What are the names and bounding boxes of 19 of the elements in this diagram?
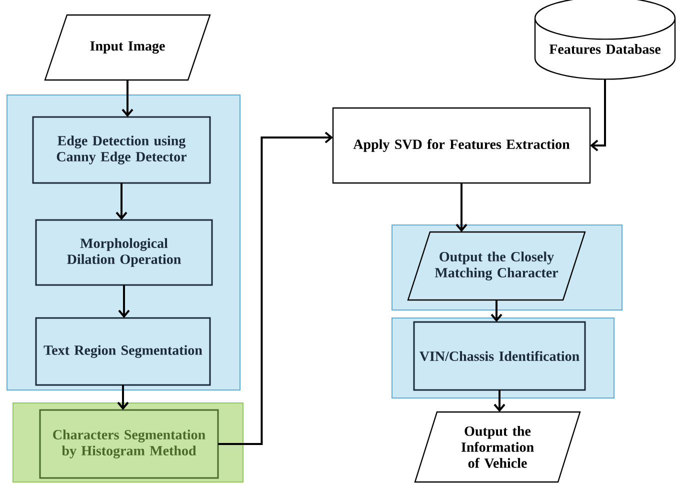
arrow bbox=[490, 300, 502, 322]
arrow bbox=[494, 390, 506, 412]
arrow bbox=[590, 79, 606, 152]
io-parallelogram: Output the Information of Vehicle bbox=[414, 411, 581, 483]
process-box: VIN/Chassis Identification bbox=[413, 321, 586, 391]
arrow bbox=[122, 80, 134, 117]
process-box: Apply SVD for Features Extraction bbox=[332, 107, 591, 184]
process-box: Text Region Segmentation bbox=[35, 317, 211, 386]
io-parallelogram: Output the Closely Matching Character bbox=[407, 231, 586, 301]
process-box: Characters Segmentation by Histogram Method bbox=[39, 409, 219, 479]
arrow bbox=[218, 132, 333, 445]
arrow bbox=[118, 285, 130, 318]
arrow bbox=[117, 385, 129, 410]
process-box: Morphological Dilation Operation bbox=[35, 219, 213, 286]
arrow bbox=[116, 183, 128, 220]
process-box: Edge Detection using Canny Edge Detector bbox=[32, 116, 211, 184]
io-parallelogram: Input Image bbox=[44, 14, 211, 81]
database-cylinder: Features Database bbox=[534, 0, 676, 80]
arrow bbox=[456, 183, 468, 232]
